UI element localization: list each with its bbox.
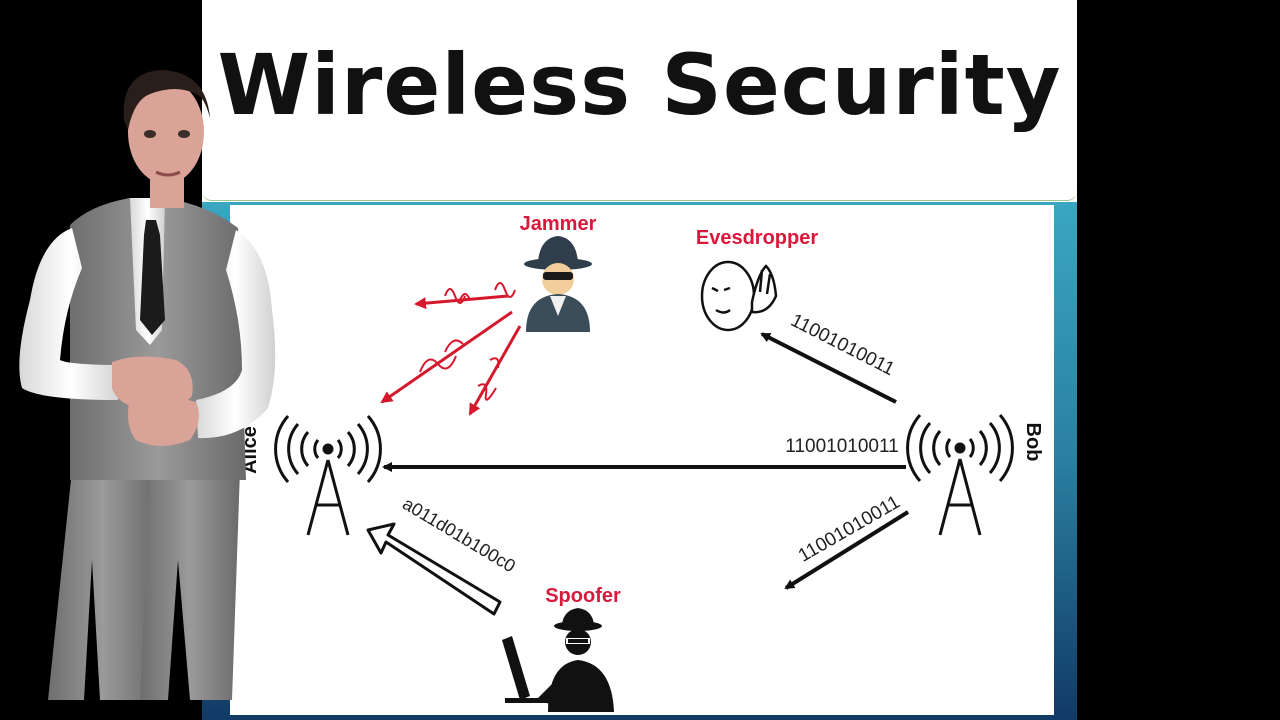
jamming-signals bbox=[380, 282, 522, 416]
spoofer-to-alice-arrow bbox=[366, 522, 502, 616]
listening-face-icon bbox=[700, 260, 778, 332]
presenter-legs bbox=[48, 470, 240, 700]
title-band: Wireless Security bbox=[202, 0, 1077, 201]
bob-label: Bob bbox=[1022, 423, 1044, 462]
bob-to-eavesdropper-arrow bbox=[760, 332, 897, 404]
spy-hat-icon bbox=[524, 236, 592, 332]
slide-title: Wireless Security bbox=[217, 36, 1062, 134]
presenter-avatar bbox=[19, 70, 276, 700]
eavesdropper-label: Evesdropper bbox=[696, 227, 818, 249]
jammer-label: Jammer bbox=[520, 213, 597, 235]
bob-to-alice-message: 11001010011 bbox=[785, 436, 898, 457]
bob-tower-icon bbox=[906, 414, 1014, 536]
spoofer-label: Spoofer bbox=[545, 585, 621, 607]
bob-to-spoofer-arrow bbox=[784, 510, 910, 590]
bob-to-spoofer-message: 11001010011 bbox=[795, 492, 904, 567]
alice-tower-icon bbox=[274, 415, 382, 536]
presenter-head bbox=[123, 70, 210, 208]
presenter-hands bbox=[112, 356, 199, 446]
bob-to-eavesdropper-message: 11001010011 bbox=[787, 310, 898, 380]
presenter-arms bbox=[19, 228, 276, 439]
hacker-computer-icon bbox=[502, 608, 614, 712]
